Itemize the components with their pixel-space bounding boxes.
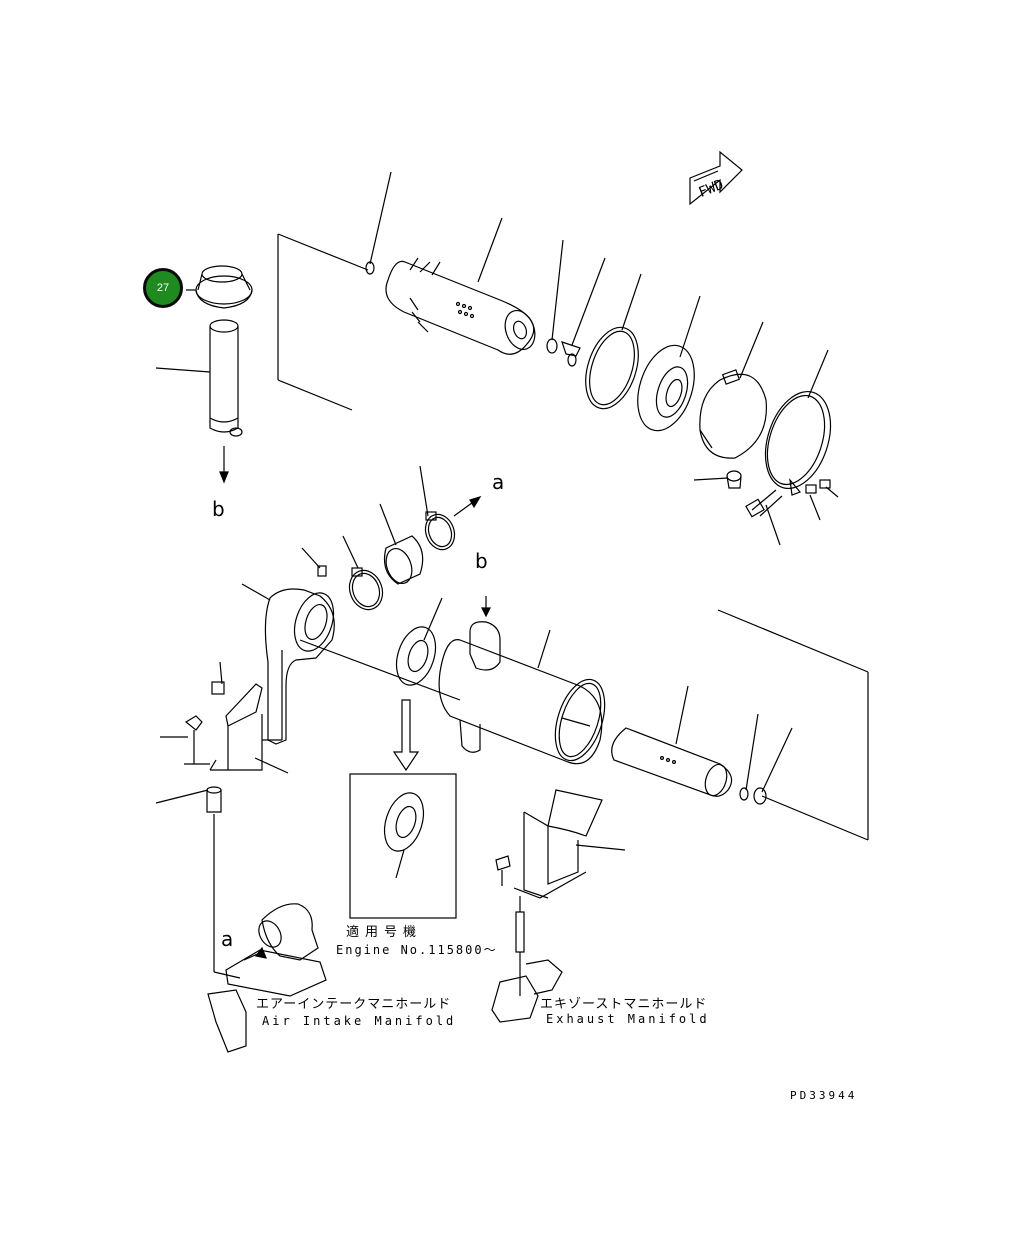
exhaust-support-bracket [495,789,603,996]
exhaust-en: Exhaust Manifold [546,1012,710,1026]
dust-cover-plate [637,344,695,432]
fwd-arrow-icon: FWD [689,150,743,206]
band-clamp [764,390,832,496]
drawing-number: PD33944 [790,1089,858,1102]
fwd-text: FWD [696,177,725,201]
inset-engine-no: Engine No.115800～ [336,943,498,957]
inset-title-jp: 適用号機 [346,925,423,940]
air-intake-jp: エアーインテークマニホールド [256,997,452,1012]
lower-assembly-frame [717,609,869,841]
leader-lines-middle [155,465,793,851]
washer-nut-lower [739,787,767,805]
flow-arrow-a [453,495,482,517]
washer-top [365,261,375,275]
flow-label-b-left: b [212,497,225,521]
flow-label-a-top: a [492,470,505,494]
hose-clamp-upper [424,511,456,551]
spacer-tube [206,786,241,979]
gasket [395,626,437,686]
air-intake-en: Air Intake Manifold [262,1014,457,1028]
air-cleaner-housing [438,596,606,765]
exhaust-manifold-drawing [491,959,563,1023]
hose-clamp-lower [348,567,384,611]
dust-cup [699,369,768,459]
callout-27[interactable]: 27 [143,268,183,308]
intake-pipe [209,319,243,484]
inner-filter-element [385,257,536,355]
rain-cap [186,265,253,309]
o-ring-seal [585,326,639,410]
safety-element [611,727,733,797]
hollow-down-arrow [392,699,420,772]
flow-label-a-bottom: a [221,927,234,951]
air-intake-manifold-drawing [207,903,327,1053]
inset-box [349,773,457,919]
leader-lines-top [155,171,839,546]
rubber-hose [383,535,424,585]
mounting-bracket-left [184,650,283,771]
wing-nut [546,338,581,367]
clamp-bolt [726,470,831,518]
elbow-adapter [264,565,335,745]
exhaust-jp: エキゾーストマニホールド [540,997,708,1012]
center-line [299,639,461,701]
upper-assembly-frame [277,233,369,411]
flow-label-b-center: b [475,549,488,573]
